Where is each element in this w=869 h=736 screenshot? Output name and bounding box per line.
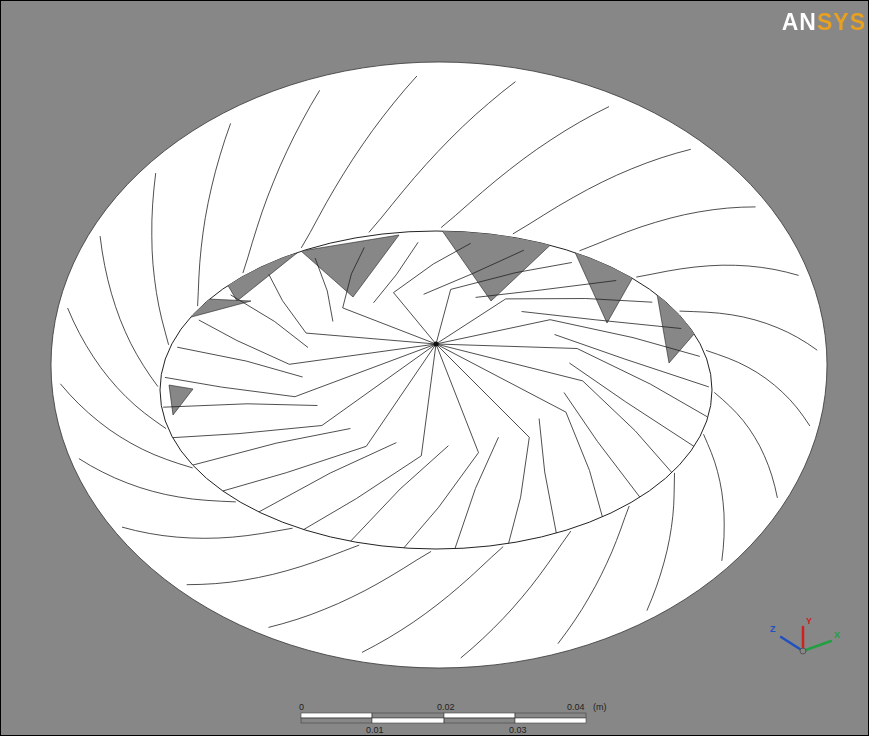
splitter-blade: [476, 281, 617, 298]
scale-value: 0.01: [366, 726, 384, 735]
splitter-blade: [555, 335, 709, 387]
see-through-gaps: [165, 229, 707, 415]
diffuser-vane: [198, 123, 231, 306]
impeller-blade: [436, 344, 707, 417]
axis-label: X: [834, 631, 840, 640]
diffuser-vane: [636, 265, 798, 277]
diffuser-vane: [187, 545, 360, 585]
diffuser-vane: [441, 107, 609, 228]
logo: ANSYS: [782, 11, 866, 34]
impeller-blade: [343, 247, 436, 344]
scale-value: 0.03: [509, 726, 527, 735]
axis-label: Y: [806, 617, 812, 626]
diffuser-ring: [51, 62, 827, 668]
impeller-blade: [436, 344, 603, 520]
diffuser-vane: [122, 527, 293, 538]
scale-value: 0.04: [567, 703, 585, 712]
splitter-blade: [315, 258, 333, 322]
diffuser-vane: [714, 392, 777, 498]
diffuser-vanes: [60, 76, 817, 658]
diffuser-vane: [152, 173, 169, 345]
impeller-blade: [269, 274, 436, 344]
splitter-blade: [256, 443, 397, 514]
diffuser-vane: [68, 308, 166, 429]
scale-unit: (m): [593, 703, 607, 712]
impeller-blade: [165, 344, 436, 397]
impeller-blade: [300, 344, 436, 532]
splitter-blade: [424, 250, 524, 294]
diffuser-vane: [704, 434, 725, 561]
scale-bar: [301, 713, 586, 723]
diffuser-vane: [269, 551, 432, 627]
diffuser-vane: [100, 236, 158, 387]
impeller-blade: [436, 263, 572, 345]
diffuser-vane: [301, 76, 417, 248]
diffuser-vane: [461, 531, 571, 658]
splitter-blade: [348, 446, 448, 544]
diffuser-vane: [647, 473, 675, 611]
impeller-blade: [436, 344, 529, 547]
splitter-blade: [569, 363, 694, 447]
splitter-blade: [454, 437, 499, 552]
impeller-blade: [436, 320, 700, 357]
splitter-blade: [191, 429, 351, 466]
diffuser-vane: [362, 547, 503, 653]
axis-triad: [781, 627, 831, 654]
impeller-blade: [401, 344, 478, 551]
scale-value: 0.02: [437, 703, 455, 712]
scale-value: 0: [299, 703, 304, 712]
diffuser-vane: [243, 90, 320, 273]
splitter-blade: [231, 295, 309, 348]
splitter-blade: [564, 393, 642, 500]
splitter-blade: [374, 242, 419, 302]
impeller-blade: [220, 344, 436, 492]
impeller-blade: [199, 320, 436, 364]
impeller-blades: [163, 242, 709, 551]
diffuser-vane: [369, 82, 516, 233]
impeller-blade: [172, 344, 436, 438]
hub: [434, 342, 439, 347]
diffuser-vane: [706, 350, 810, 426]
splitter-blade: [163, 404, 317, 407]
splitter-blade: [539, 419, 557, 537]
axis-label: Z: [770, 625, 776, 634]
diffuser-vane: [580, 207, 756, 251]
impeller-opening: [160, 231, 712, 549]
splitter-blade: [522, 312, 682, 329]
diffuser-vane: [513, 149, 691, 234]
